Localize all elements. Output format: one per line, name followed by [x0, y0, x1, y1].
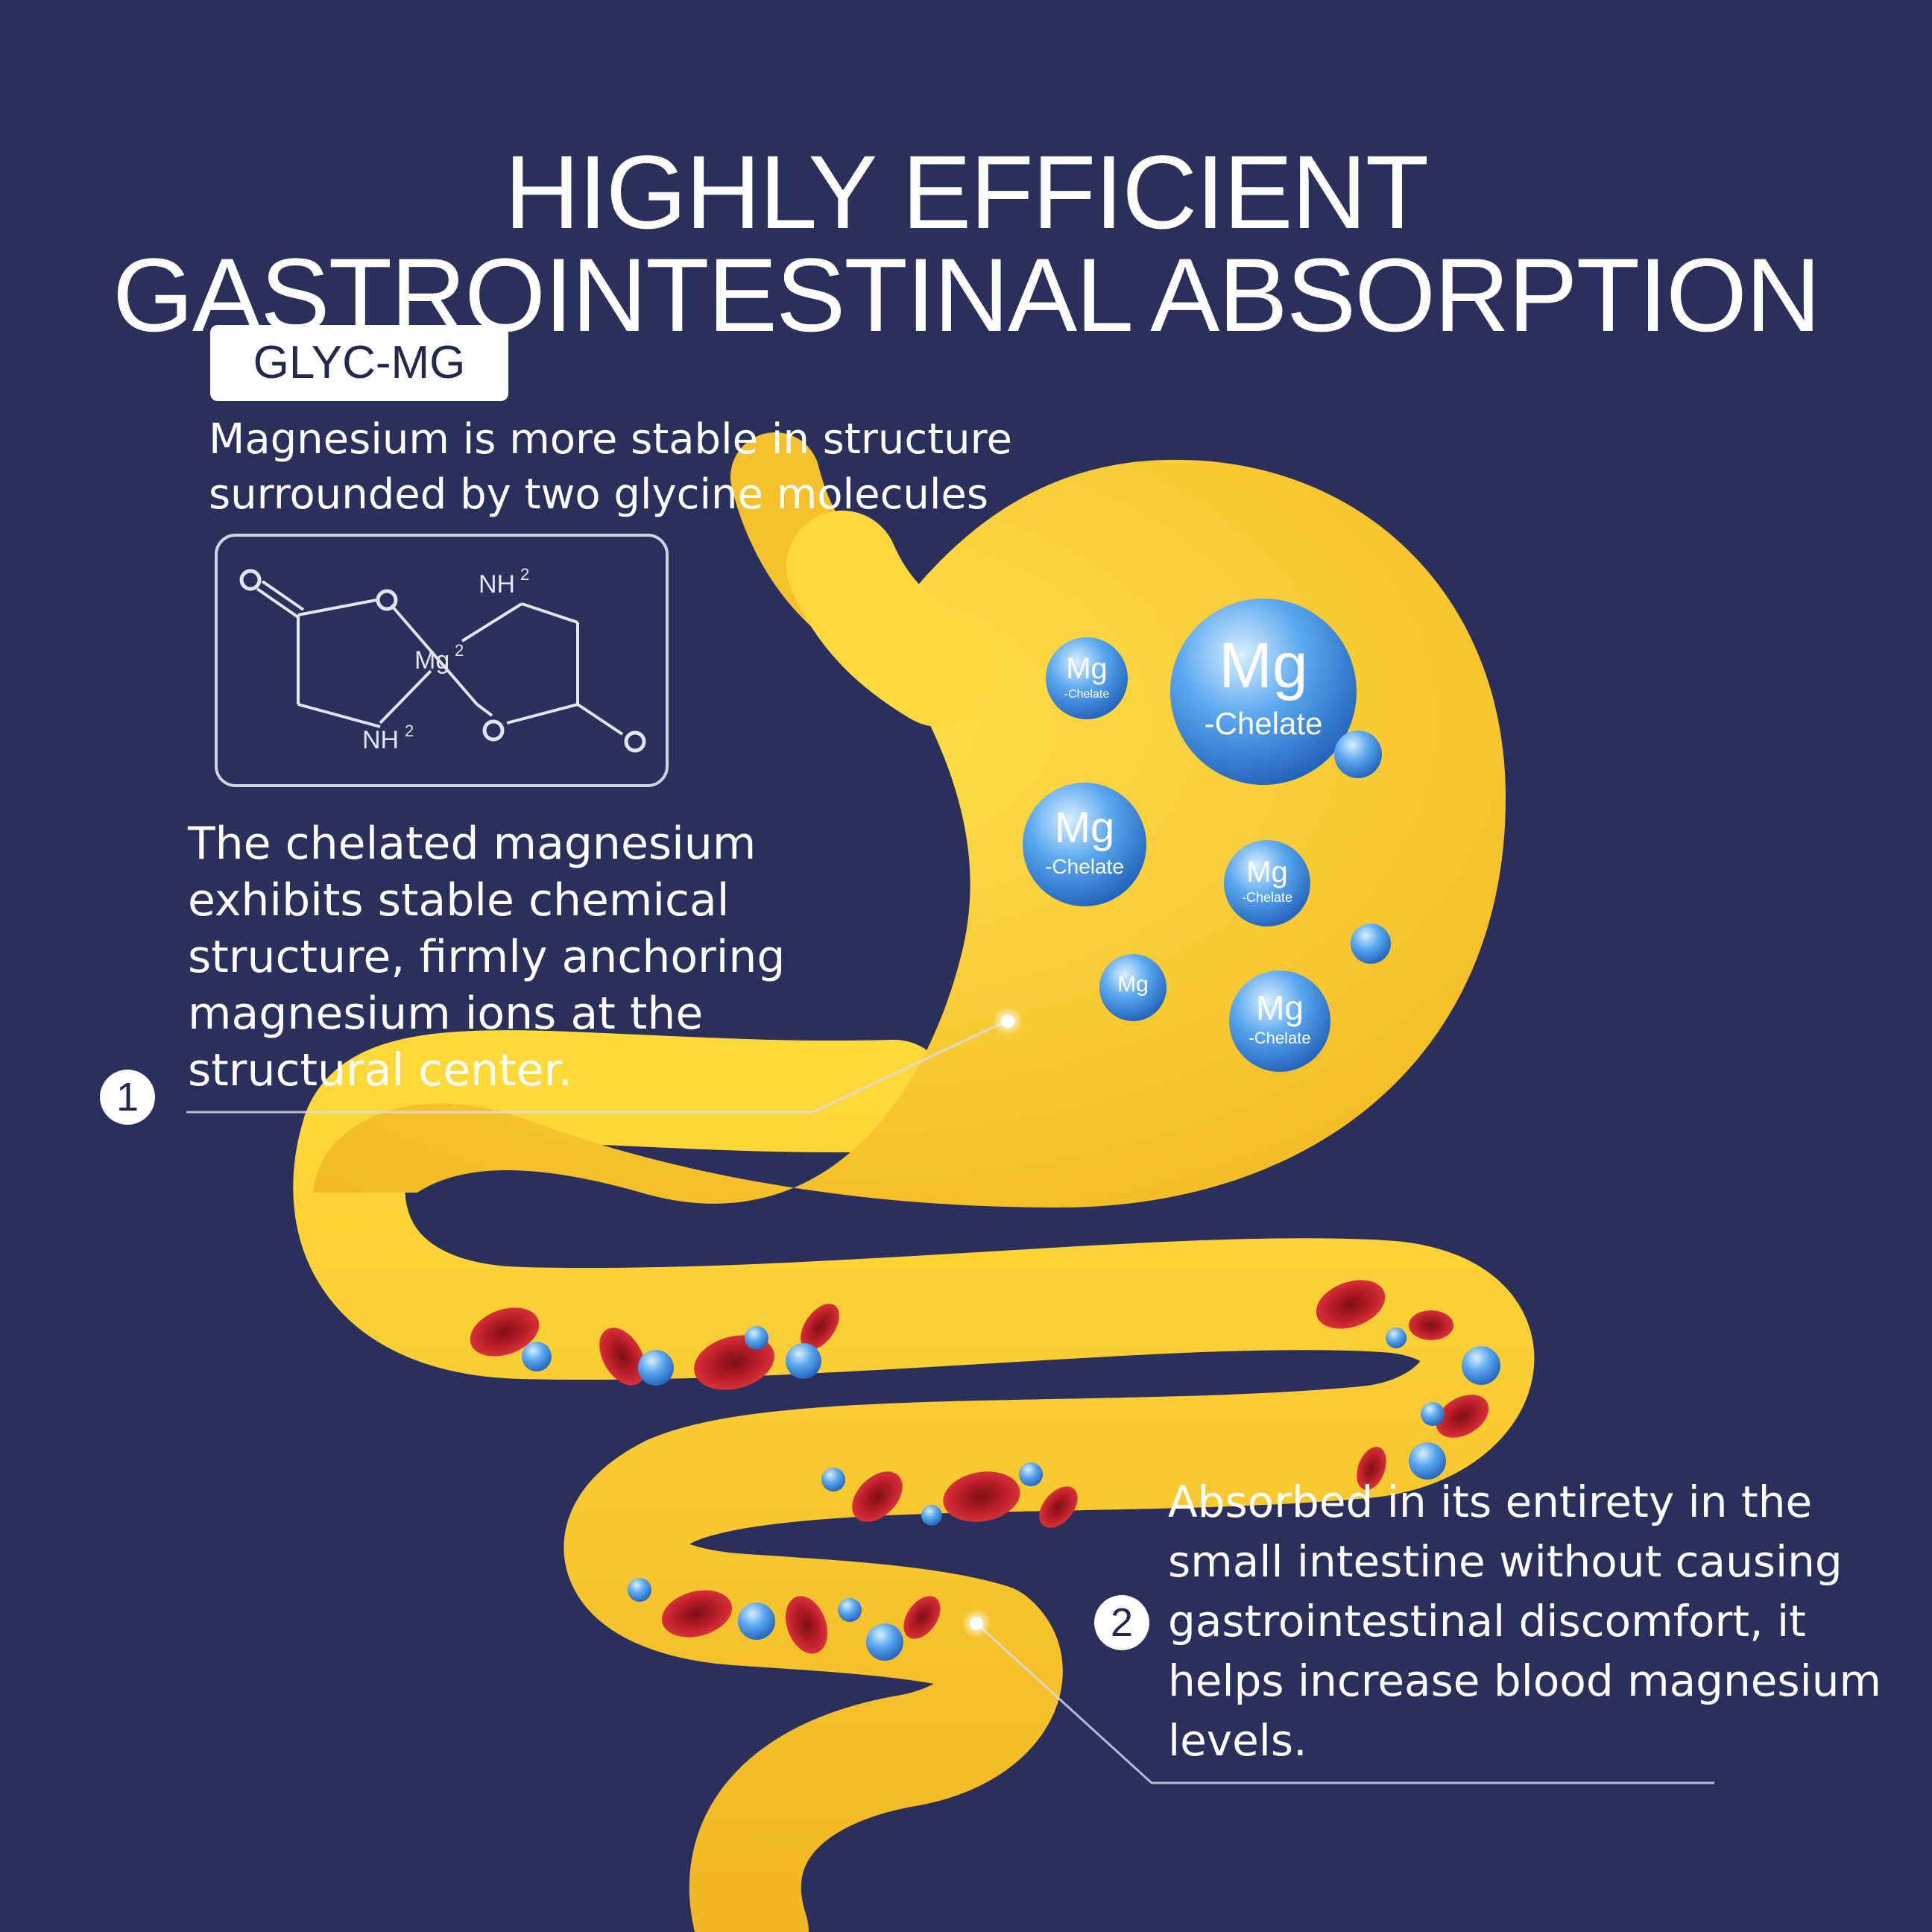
red-blood-cell	[1409, 1310, 1453, 1340]
sphere-small-3-symbol: Mg	[1256, 988, 1304, 1027]
mg-bubble	[1462, 1346, 1500, 1385]
sphere-small-1-symbol: Mg	[1066, 652, 1108, 685]
callout-1-text: The chelated magnesium exhibits stable c…	[188, 815, 844, 1099]
red-blood-cell	[852, 1471, 903, 1522]
mg-bubble	[921, 1505, 942, 1526]
glyc-mg-badge: GLYC-MG	[210, 325, 508, 401]
callout-2-leader-line	[975, 1622, 1714, 1784]
mg-bubble	[786, 1343, 821, 1379]
blood-cells-group	[470, 1280, 1500, 1661]
mg-bubble	[866, 1623, 903, 1661]
mg-bubble	[1019, 1462, 1043, 1486]
callout-1-line: structural center.	[188, 1044, 572, 1096]
callout-1-line: magnesium ions at the	[188, 988, 704, 1040]
callout-1-line: exhibits stable chemical	[188, 874, 730, 926]
callout-2-line: Absorbed in its entirety in the	[1168, 1477, 1813, 1527]
callout-1-line: structure, firmly anchoring	[188, 931, 786, 983]
sphere-large-label: -Chelate	[1205, 706, 1323, 741]
callout-2-line: levels.	[1168, 1715, 1307, 1766]
mg-bubble	[1409, 1442, 1446, 1480]
page-title: HIGHLY EFFICIENT GASTROINTESTINAL ABSORP…	[0, 133, 1932, 347]
sphere-small-2-symbol: Mg	[1246, 856, 1288, 888]
red-blood-cell	[1039, 1486, 1078, 1528]
mg-chelate-sphere-small-3: Mg -Chelate	[1229, 970, 1330, 1072]
callout-1-leader-line	[186, 1020, 1007, 1114]
mg-bubble	[1421, 1402, 1445, 1426]
mg-bubble	[628, 1578, 651, 1602]
mg-bubble	[838, 1598, 862, 1622]
title-line-1: HIGHLY EFFICIENT	[504, 133, 1430, 250]
red-blood-cell	[785, 1596, 828, 1654]
stomach-neck-joint	[786, 511, 995, 727]
callout-2-text: Absorbed in its entirety in the small in…	[1168, 1472, 1884, 1770]
callout-2-line: gastrointestinal discomfort, it	[1168, 1596, 1806, 1647]
mg-chelate-sphere-large: Mg -Chelate	[1170, 599, 1357, 785]
mg-bubble	[522, 1342, 552, 1371]
sphere-medium-symbol: Mg	[1055, 804, 1115, 852]
molecule-nh-top: NH	[479, 570, 515, 599]
sphere-large-symbol: Mg	[1219, 630, 1307, 701]
callout-2-line: helps increase blood magnesium	[1168, 1655, 1881, 1706]
description-line-1: Magnesium is more stable in structure	[209, 415, 1012, 464]
mg-bubble	[821, 1468, 845, 1491]
red-blood-cell	[943, 1471, 1020, 1522]
red-blood-cell	[661, 1590, 733, 1638]
small-intestine	[293, 1030, 1535, 1932]
callout-2-number-badge: 2	[1094, 1595, 1149, 1650]
mg-bubble	[745, 1326, 768, 1350]
mg-bubble	[638, 1350, 674, 1386]
sphere-small-4-symbol: Mg	[1117, 972, 1149, 997]
red-blood-cell	[1316, 1280, 1386, 1329]
mg-chelate-sphere-small-1: Mg -Chelate	[1046, 637, 1128, 719]
sphere-small-1-label: -Chelate	[1064, 688, 1110, 701]
callout-2-marker-center	[970, 1617, 983, 1630]
sphere-small-2-label: -Chelate	[1242, 890, 1292, 905]
callout-2-line: small intestine without causing	[1168, 1536, 1843, 1587]
mg-chelate-sphere-medium: Mg -Chelate	[1023, 783, 1146, 906]
mg-bubble	[1386, 1328, 1407, 1348]
callout-1-line: The chelated magnesium	[188, 818, 757, 870]
molecule-nh-top-sup: 2	[520, 565, 529, 584]
molecule-nh-bottom-sup: 2	[405, 722, 414, 740]
callout-1-marker-center	[1001, 1014, 1014, 1028]
molecule-nh-bottom: NH	[362, 726, 399, 754]
glycine-molecule-structure	[239, 569, 646, 753]
sphere-small-3-label: -Chelate	[1248, 1029, 1310, 1047]
mg-chelate-sphere-small-4: Mg	[1099, 954, 1167, 1021]
molecule-box	[215, 534, 669, 787]
callout-1-number-badge: 1	[100, 1070, 155, 1125]
description-line-2: surrounded by two glycine molecules	[209, 470, 989, 519]
molecule-mg: Mg	[414, 646, 449, 675]
molecule-mg-sup: 2	[455, 641, 464, 660]
red-blood-cell	[801, 1304, 839, 1350]
mg-chelate-sphere-small-2: Mg -Chelate	[1224, 840, 1310, 926]
structure-description: Magnesium is more stable in structure su…	[209, 412, 1103, 523]
mg-bubble-1	[1334, 730, 1382, 778]
red-blood-cell	[1436, 1395, 1489, 1438]
red-blood-cell	[470, 1307, 540, 1357]
mg-bubble	[738, 1603, 775, 1640]
red-blood-cell	[903, 1596, 941, 1639]
mg-bubble-2	[1351, 924, 1391, 964]
red-blood-cell	[599, 1328, 645, 1386]
sphere-medium-label: -Chelate	[1045, 855, 1124, 878]
red-blood-cell	[1357, 1447, 1386, 1490]
